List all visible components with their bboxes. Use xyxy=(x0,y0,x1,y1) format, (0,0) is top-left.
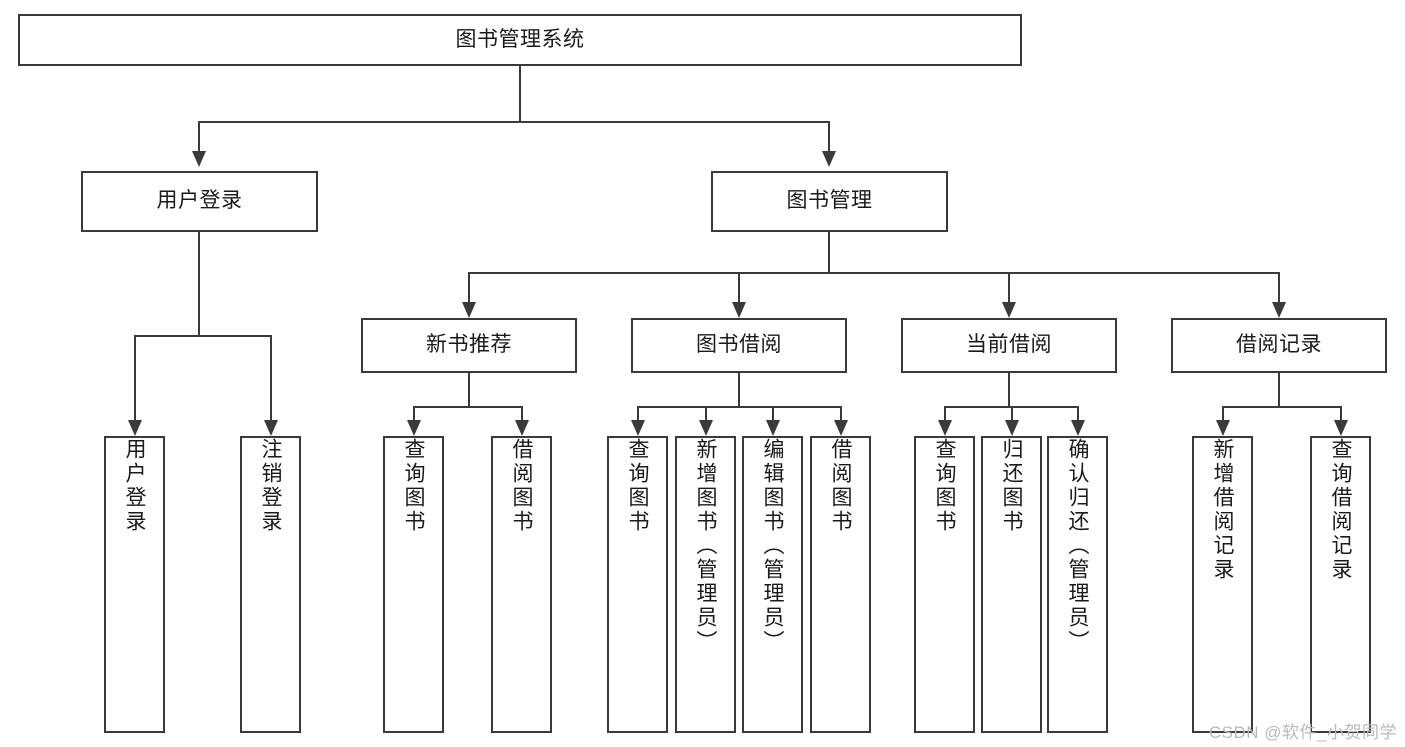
connector-book-manage-stem xyxy=(828,232,830,273)
connector-user-login-bus xyxy=(134,335,272,337)
node-label: 借阅图书 xyxy=(829,438,852,534)
node-leaf-edit-book[interactable]: 编辑图书（管理员） xyxy=(742,436,803,733)
node-leaf-query-book-1[interactable]: 查询图书 xyxy=(383,436,444,733)
node-borrow-record[interactable]: 借阅记录 xyxy=(1171,318,1387,373)
node-label: 新增图书（管理员） xyxy=(694,438,717,654)
arrowhead-leaf-query-book-2 xyxy=(631,420,645,436)
node-leaf-confirm-return[interactable]: 确认归还（管理员） xyxy=(1047,436,1108,733)
connector-br-bus xyxy=(1222,406,1342,408)
node-label: 图书借阅 xyxy=(696,333,782,357)
node-label: 确认归还（管理员） xyxy=(1066,438,1089,654)
node-label: 用户登录 xyxy=(123,438,146,534)
connector-l3-drop-1 xyxy=(468,272,470,302)
arrowhead-user-login xyxy=(192,151,206,167)
connector-br-drop-1 xyxy=(1222,406,1224,420)
arrowhead-leaf-add-record xyxy=(1216,420,1230,436)
connector-user-login-drop-1 xyxy=(134,335,136,420)
arrowhead-borrow-record xyxy=(1272,302,1286,318)
connector-nbr-stem xyxy=(468,373,470,407)
arrowhead-book-borrow xyxy=(732,302,746,318)
node-label: 查询图书 xyxy=(933,438,956,534)
arrowhead-leaf-borrow-book-1 xyxy=(515,420,529,436)
node-book-manage[interactable]: 图书管理 xyxy=(711,171,948,232)
connector-root-drop-right xyxy=(828,121,830,151)
connector-l3-drop-3 xyxy=(1008,272,1010,302)
node-user-login[interactable]: 用户登录 xyxy=(81,171,318,232)
connector-book-manage-bus xyxy=(468,272,1280,274)
node-leaf-return-book[interactable]: 归还图书 xyxy=(981,436,1042,733)
arrowhead-leaf-edit-book xyxy=(766,420,780,436)
node-label: 注销登录 xyxy=(259,438,282,534)
arrowhead-leaf-confirm-return xyxy=(1071,420,1085,436)
connector-bb-drop-3 xyxy=(772,406,774,420)
arrowhead-leaf-user-login xyxy=(128,420,142,436)
arrowhead-leaf-logout-login xyxy=(264,420,278,436)
node-leaf-borrow-book-2[interactable]: 借阅图书 xyxy=(810,436,871,733)
connector-bb-drop-2 xyxy=(705,406,707,420)
connector-nbr-bus xyxy=(413,406,523,408)
node-leaf-logout-login[interactable]: 注销登录 xyxy=(240,436,301,733)
arrowhead-leaf-add-book xyxy=(699,420,713,436)
connector-user-login-drop-2 xyxy=(270,335,272,420)
connector-br-drop-2 xyxy=(1340,406,1342,420)
connector-cb-stem xyxy=(1008,373,1010,407)
node-leaf-add-record[interactable]: 新增借阅记录 xyxy=(1192,436,1253,733)
node-label: 当前借阅 xyxy=(966,333,1052,357)
node-new-book-recommend[interactable]: 新书推荐 xyxy=(361,318,577,373)
node-leaf-add-book[interactable]: 新增图书（管理员） xyxy=(675,436,736,733)
node-leaf-user-login[interactable]: 用户登录 xyxy=(104,436,165,733)
node-leaf-query-book-3[interactable]: 查询图书 xyxy=(914,436,975,733)
connector-bb-drop-4 xyxy=(840,406,842,420)
arrowhead-leaf-return-book xyxy=(1005,420,1019,436)
node-label: 图书管理系统 xyxy=(455,27,585,51)
connector-br-stem xyxy=(1278,373,1280,407)
connector-user-login-stem xyxy=(198,232,200,336)
connector-bb-drop-1 xyxy=(637,406,639,420)
connector-root-bus xyxy=(198,121,830,123)
node-label: 查询图书 xyxy=(626,438,649,534)
node-label: 编辑图书（管理员） xyxy=(761,438,784,654)
connector-bb-stem xyxy=(738,373,740,407)
node-label: 图书管理 xyxy=(786,189,873,213)
arrowhead-leaf-query-record xyxy=(1334,420,1348,436)
arrowhead-leaf-query-book-3 xyxy=(938,420,952,436)
arrowhead-leaf-query-book-1 xyxy=(407,420,421,436)
arrowhead-book-manage xyxy=(822,151,836,167)
node-label: 新增借阅记录 xyxy=(1211,438,1234,582)
arrowhead-leaf-borrow-book-2 xyxy=(834,420,848,436)
node-label: 借阅图书 xyxy=(510,438,533,534)
connector-bb-bus xyxy=(637,406,842,408)
node-leaf-borrow-book-1[interactable]: 借阅图书 xyxy=(491,436,552,733)
connector-root-stem xyxy=(519,66,521,122)
connector-l3-drop-2 xyxy=(738,272,740,302)
connector-cb-drop-2 xyxy=(1011,406,1013,420)
node-label: 归还图书 xyxy=(1000,438,1023,534)
node-label: 查询借阅记录 xyxy=(1329,438,1352,582)
node-current-borrow[interactable]: 当前借阅 xyxy=(901,318,1117,373)
connector-l3-drop-4 xyxy=(1278,272,1280,302)
node-label: 用户登录 xyxy=(156,189,243,213)
connector-root-drop-left xyxy=(198,121,200,151)
connector-nbr-drop-2 xyxy=(521,406,523,420)
node-leaf-query-record[interactable]: 查询借阅记录 xyxy=(1310,436,1371,733)
node-leaf-query-book-2[interactable]: 查询图书 xyxy=(607,436,668,733)
arrowhead-new-book-recommend xyxy=(462,302,476,318)
connector-cb-drop-3 xyxy=(1077,406,1079,420)
node-root-system[interactable]: 图书管理系统 xyxy=(18,14,1022,66)
arrowhead-current-borrow xyxy=(1002,302,1016,318)
node-label: 借阅记录 xyxy=(1236,333,1322,357)
connector-cb-drop-1 xyxy=(944,406,946,420)
node-book-borrow[interactable]: 图书借阅 xyxy=(631,318,847,373)
node-label: 新书推荐 xyxy=(426,333,512,357)
node-label: 查询图书 xyxy=(402,438,425,534)
connector-nbr-drop-1 xyxy=(413,406,415,420)
